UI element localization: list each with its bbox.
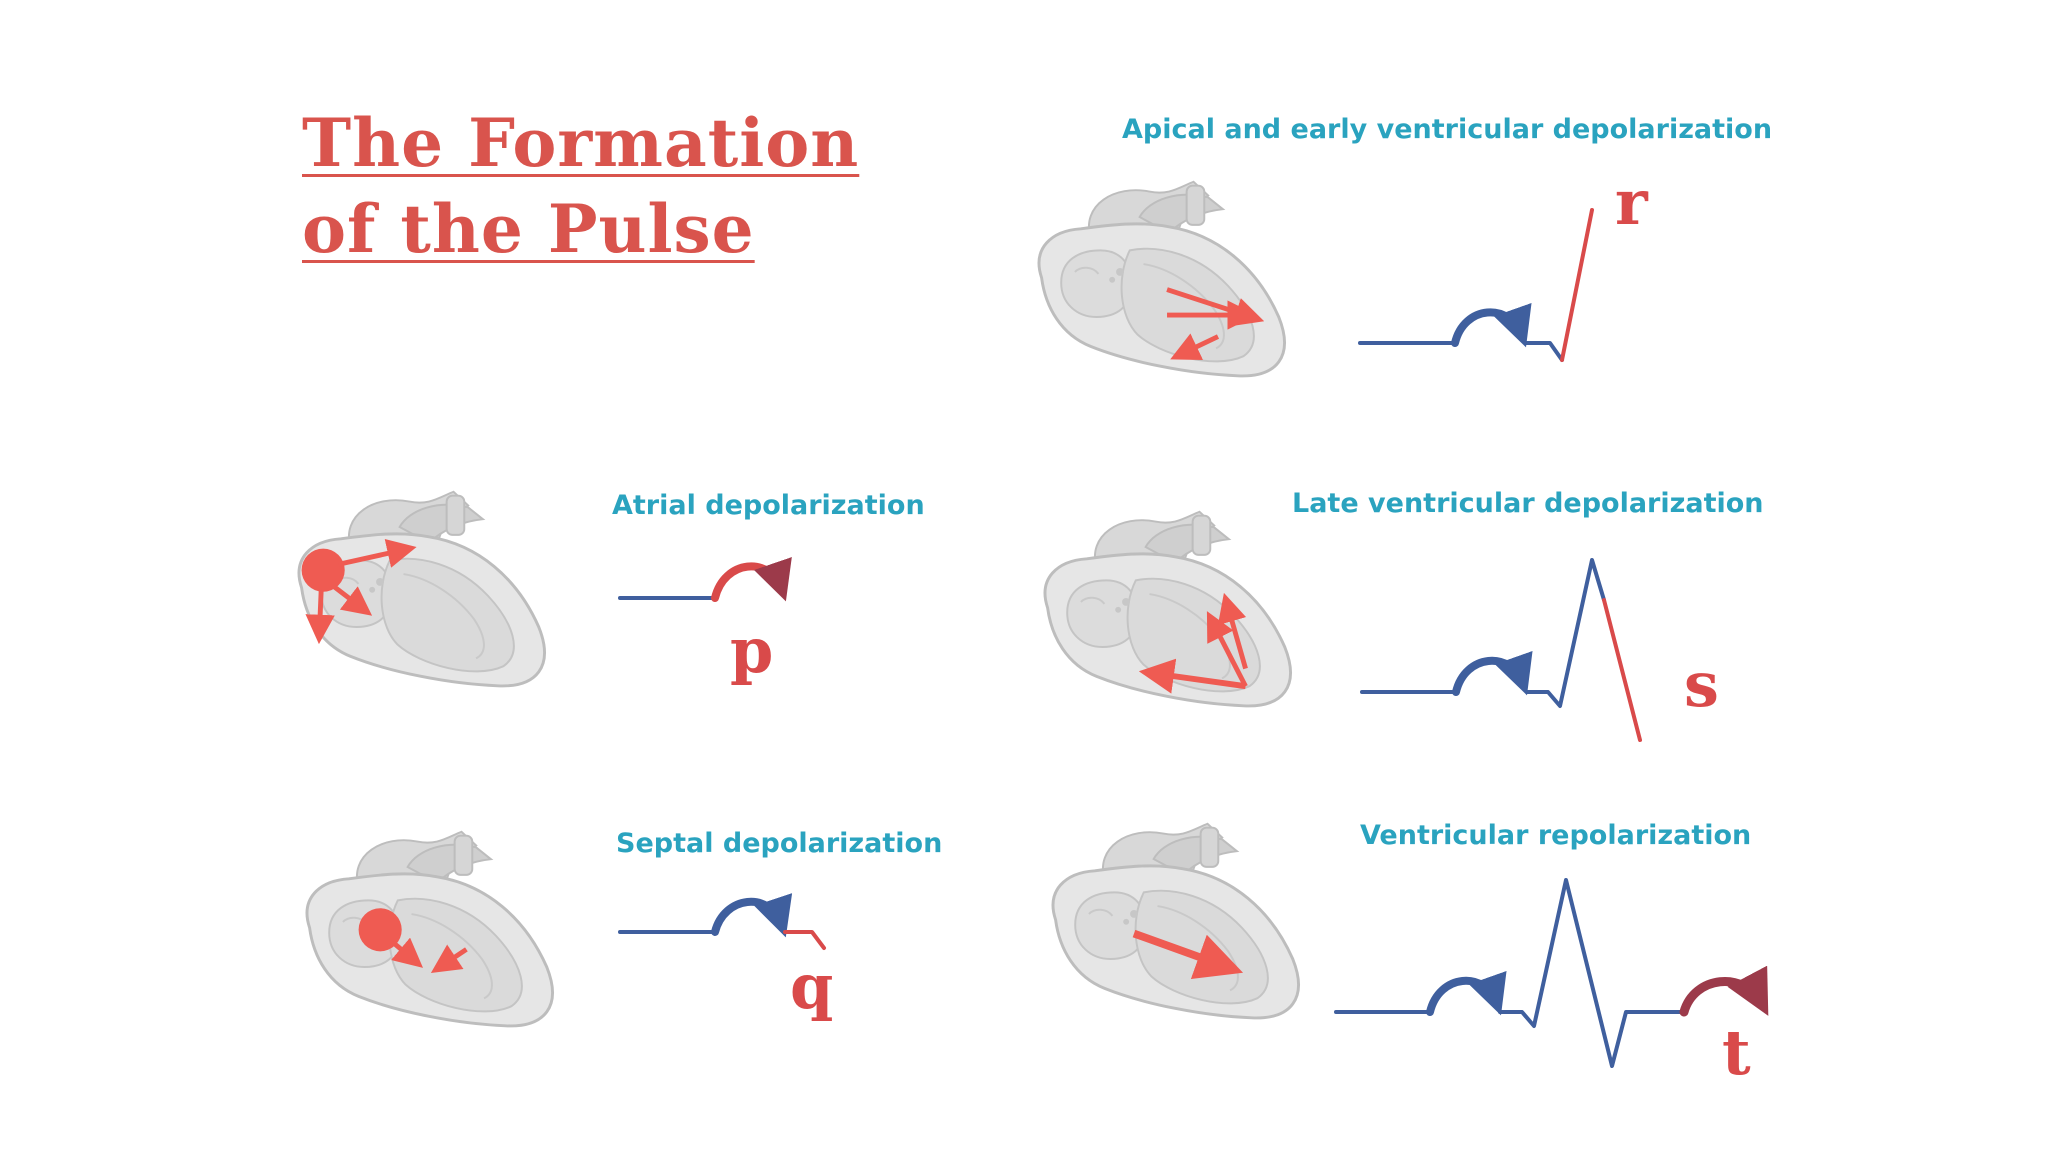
caption-apical: Apical and early ventricular depolarizat… — [1122, 114, 1773, 145]
ecg-atrial — [618, 557, 792, 602]
title-line-2: of the Pulse — [302, 190, 755, 268]
heart-apical — [1037, 180, 1286, 378]
wave-label-r: r — [1615, 166, 1648, 239]
wave-label-q: q — [790, 950, 834, 1023]
wave-label-t: t — [1722, 1016, 1751, 1089]
caption-atrial: Atrial depolarization — [612, 490, 925, 521]
ecg-repolarization — [1334, 878, 1769, 1068]
ecg-septal — [618, 893, 826, 950]
ecg-late-ventricular — [1360, 558, 1642, 742]
wave-label-s: s — [1684, 648, 1719, 721]
heart-repolarization — [1051, 822, 1300, 1020]
ecg-apical — [1358, 208, 1594, 362]
caption-late-ventricular: Late ventricular depolarization — [1292, 488, 1764, 519]
heart-septal — [305, 830, 554, 1028]
caption-septal: Septal depolarization — [616, 828, 943, 859]
heart-late-ventricular — [1043, 510, 1292, 708]
heart-atrial — [297, 490, 546, 688]
caption-repolarization: Ventricular repolarization — [1360, 820, 1752, 851]
title-line-1: The Formation — [302, 104, 860, 182]
wave-label-p: p — [730, 614, 774, 687]
